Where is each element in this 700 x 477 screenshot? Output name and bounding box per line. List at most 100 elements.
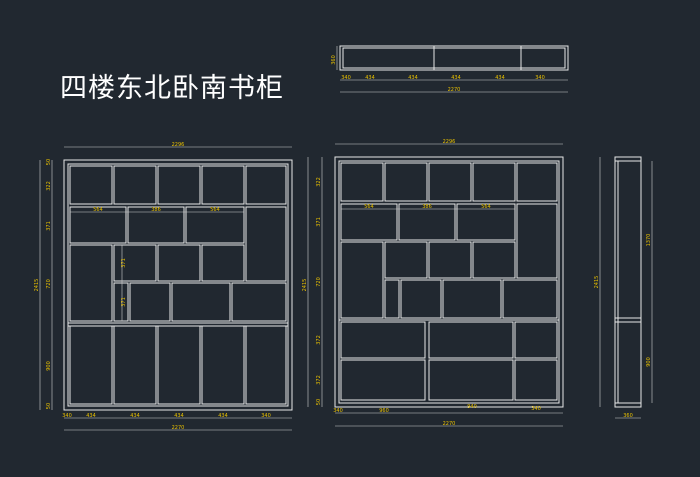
- shelf-cell: [400, 279, 442, 319]
- shelf-cell: [428, 162, 472, 202]
- dim-label: 434: [86, 413, 96, 419]
- dim-label: 2296: [443, 139, 456, 145]
- top-view-inner: [342, 47, 566, 69]
- shelf-cell: [245, 165, 287, 205]
- top-view: 360 340 434 434 434 434 340 2270: [331, 45, 569, 93]
- dim-label: 940: [467, 404, 477, 410]
- shelf-cell: [201, 165, 245, 205]
- drawer: [340, 321, 426, 359]
- shelf-cell: [69, 165, 113, 205]
- front-elevation-b: 2296 2415 322 371 720 372 372 50 564 386…: [302, 139, 564, 427]
- cabinet-a-inner: [67, 163, 289, 407]
- dim-label: 340: [535, 75, 545, 81]
- dim-label: 340: [333, 408, 343, 414]
- shelf-cell: [384, 162, 428, 202]
- dim-label: 720: [46, 279, 52, 289]
- cabinet-door: [157, 325, 201, 405]
- dim-label: 434: [218, 413, 228, 419]
- dim-label: 371: [121, 258, 127, 268]
- drawer: [428, 321, 514, 359]
- drawer: [514, 359, 558, 401]
- shelf-cell: [398, 203, 456, 241]
- shelf-cell: [113, 165, 157, 205]
- dim-label: 340: [62, 413, 72, 419]
- dim-label: 960: [379, 408, 389, 414]
- dim-label: 434: [365, 75, 375, 81]
- dim-label: 564: [364, 204, 374, 210]
- dim-label: 720: [316, 277, 322, 287]
- dim-label: 372: [316, 335, 322, 345]
- dim-label: 371: [46, 221, 52, 231]
- side-outline: [614, 156, 642, 408]
- dim-label: 434: [495, 75, 505, 81]
- shelf-cell: [442, 279, 502, 319]
- dim-label: 2296: [172, 142, 185, 148]
- shelf-cell: [245, 206, 287, 282]
- drawer: [428, 359, 514, 401]
- dim-label: 434: [408, 75, 418, 81]
- shelf-cell: [428, 241, 472, 279]
- shelf-cell: [69, 244, 113, 322]
- dim-label: 50: [46, 159, 52, 165]
- shelf-cell: [129, 282, 171, 322]
- dim-label: 2270: [443, 421, 456, 427]
- dim-label: 340: [261, 413, 271, 419]
- top-view-segment-labels: 340 434 434 434 434 340: [341, 75, 545, 81]
- top-view-total-label: 2270: [448, 87, 461, 93]
- dim-label: 2415: [594, 276, 600, 289]
- dim-label: 371: [316, 217, 322, 227]
- shelf-cell: [113, 282, 129, 322]
- dim-label: 564: [93, 207, 103, 213]
- dim-label: 340: [531, 406, 541, 412]
- shelf-cell: [384, 279, 400, 319]
- front-elevation-a: 2296 2415 50 322 371 720 900 50 564 386 …: [34, 142, 293, 431]
- dim-label: 322: [316, 177, 322, 187]
- dim-label: 386: [151, 207, 161, 213]
- dim-label: 372: [316, 375, 322, 385]
- shelf-cell: [185, 206, 245, 244]
- cabinet-door: [245, 325, 287, 405]
- shelf-cell: [157, 244, 201, 282]
- cabinet-b-outline: [334, 156, 564, 408]
- dim-label: 564: [210, 207, 220, 213]
- top-view-outline: [339, 45, 569, 71]
- cabinet-door: [201, 325, 245, 405]
- shelf-cell: [516, 162, 558, 202]
- shelf-cell: [384, 241, 428, 279]
- shelf-cell: [340, 203, 398, 241]
- dim-label: 50: [46, 403, 52, 409]
- cabinet-door: [69, 325, 113, 405]
- cabinet-door: [113, 325, 157, 405]
- shelf-cell: [171, 282, 231, 322]
- dim-label: 50: [316, 399, 322, 405]
- shelf-cell: [69, 206, 127, 244]
- dim-label: 2415: [34, 279, 40, 292]
- dim-label: 340: [341, 75, 351, 81]
- shelf-cell: [516, 203, 558, 279]
- shelf-cell: [127, 206, 185, 244]
- dim-label: 434: [451, 75, 461, 81]
- dim-label: 1370: [646, 234, 652, 247]
- dim-label: 360: [623, 413, 633, 419]
- dim-label: 900: [46, 361, 52, 371]
- dim-label: 2270: [172, 425, 185, 431]
- drawing-title: 四楼东北卧南书柜: [60, 73, 284, 104]
- dim-label: 434: [130, 413, 140, 419]
- dim-label: 564: [481, 204, 491, 210]
- dim-label: 322: [46, 181, 52, 191]
- shelf-cell: [472, 241, 516, 279]
- cabinet-b-inner: [338, 160, 560, 404]
- shelf-cell: [502, 279, 558, 319]
- shelf-cell: [157, 165, 201, 205]
- shelf-cell: [231, 282, 287, 322]
- shelf-cell: [201, 244, 245, 282]
- dim-label: 900: [646, 357, 652, 367]
- dim-label: 371: [121, 297, 127, 307]
- drawer: [340, 359, 426, 401]
- shelf-cell: [456, 203, 516, 241]
- side-elevation: 2415 1370 900 360: [594, 156, 653, 419]
- shelf-cell: [113, 244, 157, 282]
- cabinet-a-outline: [63, 159, 293, 411]
